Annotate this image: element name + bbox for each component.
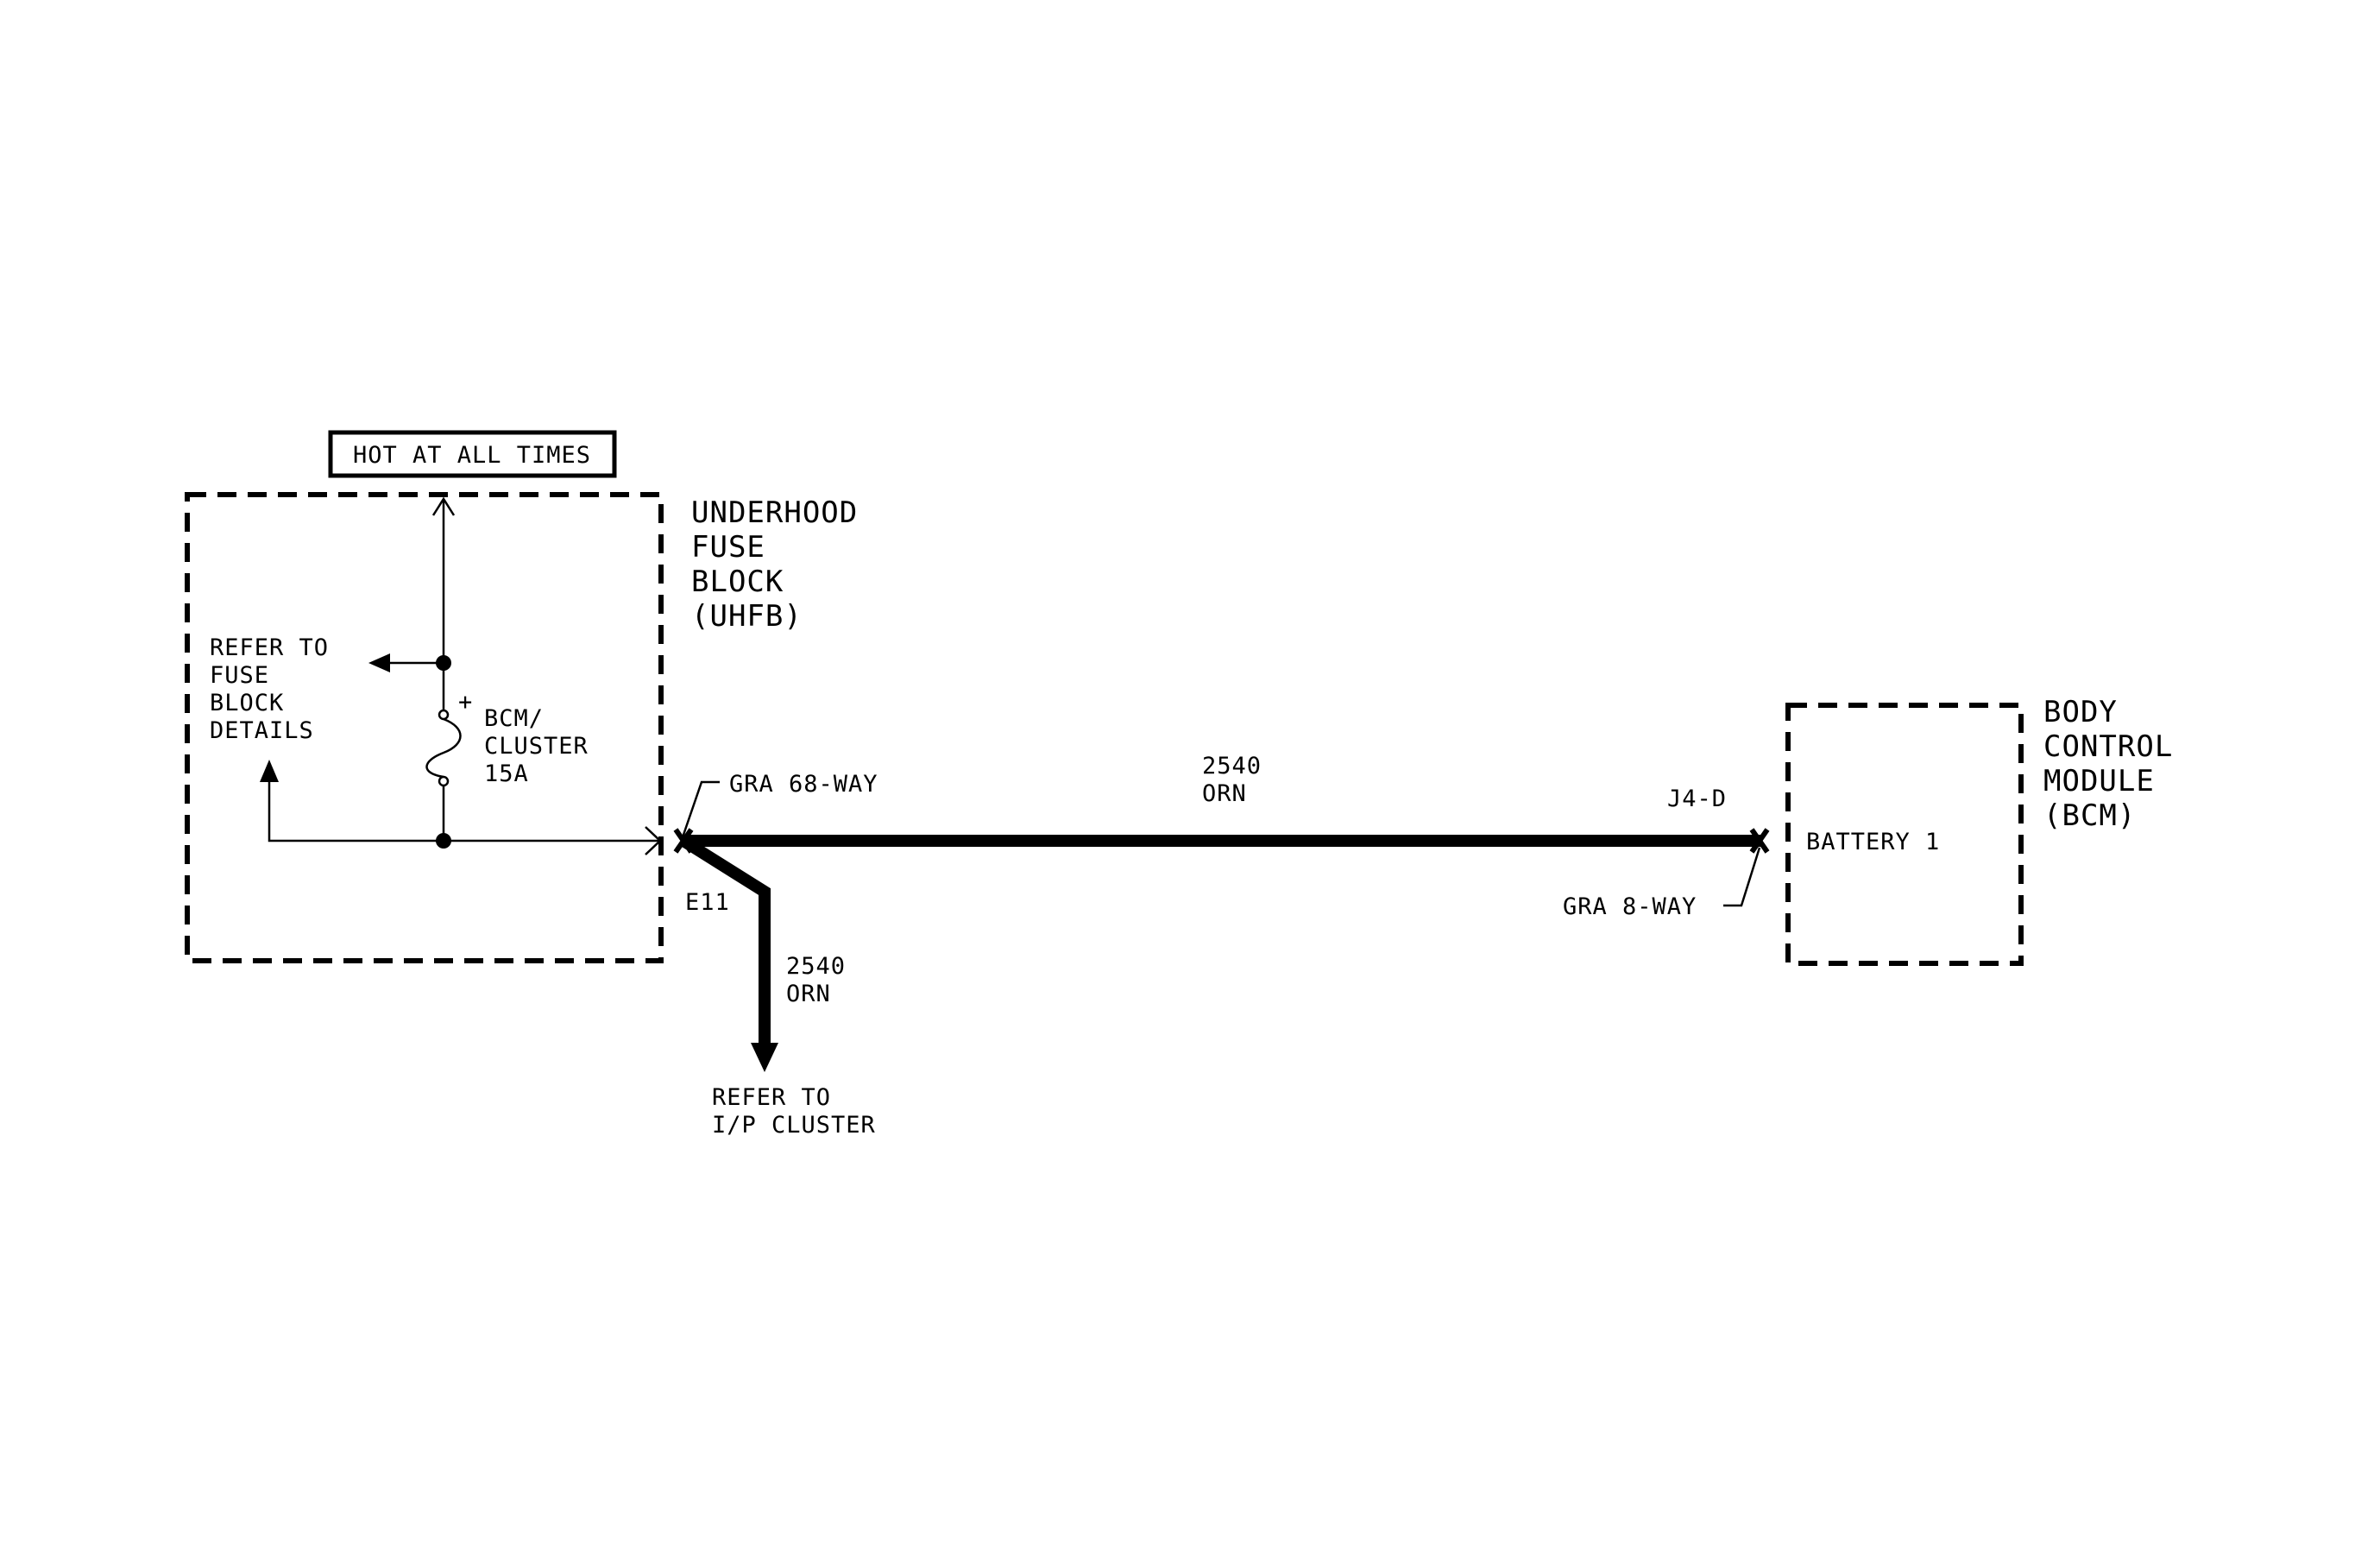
fuse-label: BCM/ CLUSTER 15A: [484, 705, 603, 787]
uhfb-name: UNDERHOOD FUSE BLOCK (UHFB): [691, 495, 877, 634]
uhfb-box: [185, 492, 664, 963]
main-wire-label: 2540 ORN: [1202, 753, 1276, 807]
fuse-icon: [425, 663, 462, 841]
bcm-connector-label: GRA 8-WAY: [1563, 893, 1697, 920]
branch-wire: [680, 836, 771, 1044]
uhfb-pin-label: E11: [685, 889, 730, 916]
uhfb-connector-arrow: [645, 826, 662, 855]
bcm-connector-leader: [1723, 847, 1761, 907]
hot-at-all-times-label: HOT AT ALL TIMES: [353, 442, 591, 469]
uhfb-connector-label: GRA 68-WAY: [729, 771, 878, 798]
branch-wire-arrow: [751, 1043, 778, 1072]
branch-wire-label: 2540 ORN: [786, 953, 860, 1007]
ip-cluster-refer-label: REFER TO I/P CLUSTER: [712, 1084, 876, 1139]
hot-at-all-times-badge: HOT AT ALL TIMES: [328, 430, 617, 478]
bcm-pin-label: J4-D: [1667, 786, 1727, 812]
refer-arrow-icon: [368, 653, 390, 672]
bcm-connector-marker: [1749, 828, 1770, 854]
bcm-terminal-label: BATTERY 1: [1806, 829, 1940, 855]
lower-refer-line: [268, 781, 444, 842]
lower-refer-arrow-icon: [260, 760, 279, 782]
fuse-polarity: +: [458, 689, 473, 716]
fuse-block-refer-label: REFER TO FUSE BLOCK DETAILS: [210, 634, 343, 744]
uhfb-connector-leader: [681, 780, 720, 838]
bcm-box: [1785, 703, 2024, 966]
bcm-name: BODY CONTROL MODULE (BCM): [2043, 695, 2192, 833]
hot-feed-arrow: [431, 496, 456, 516]
